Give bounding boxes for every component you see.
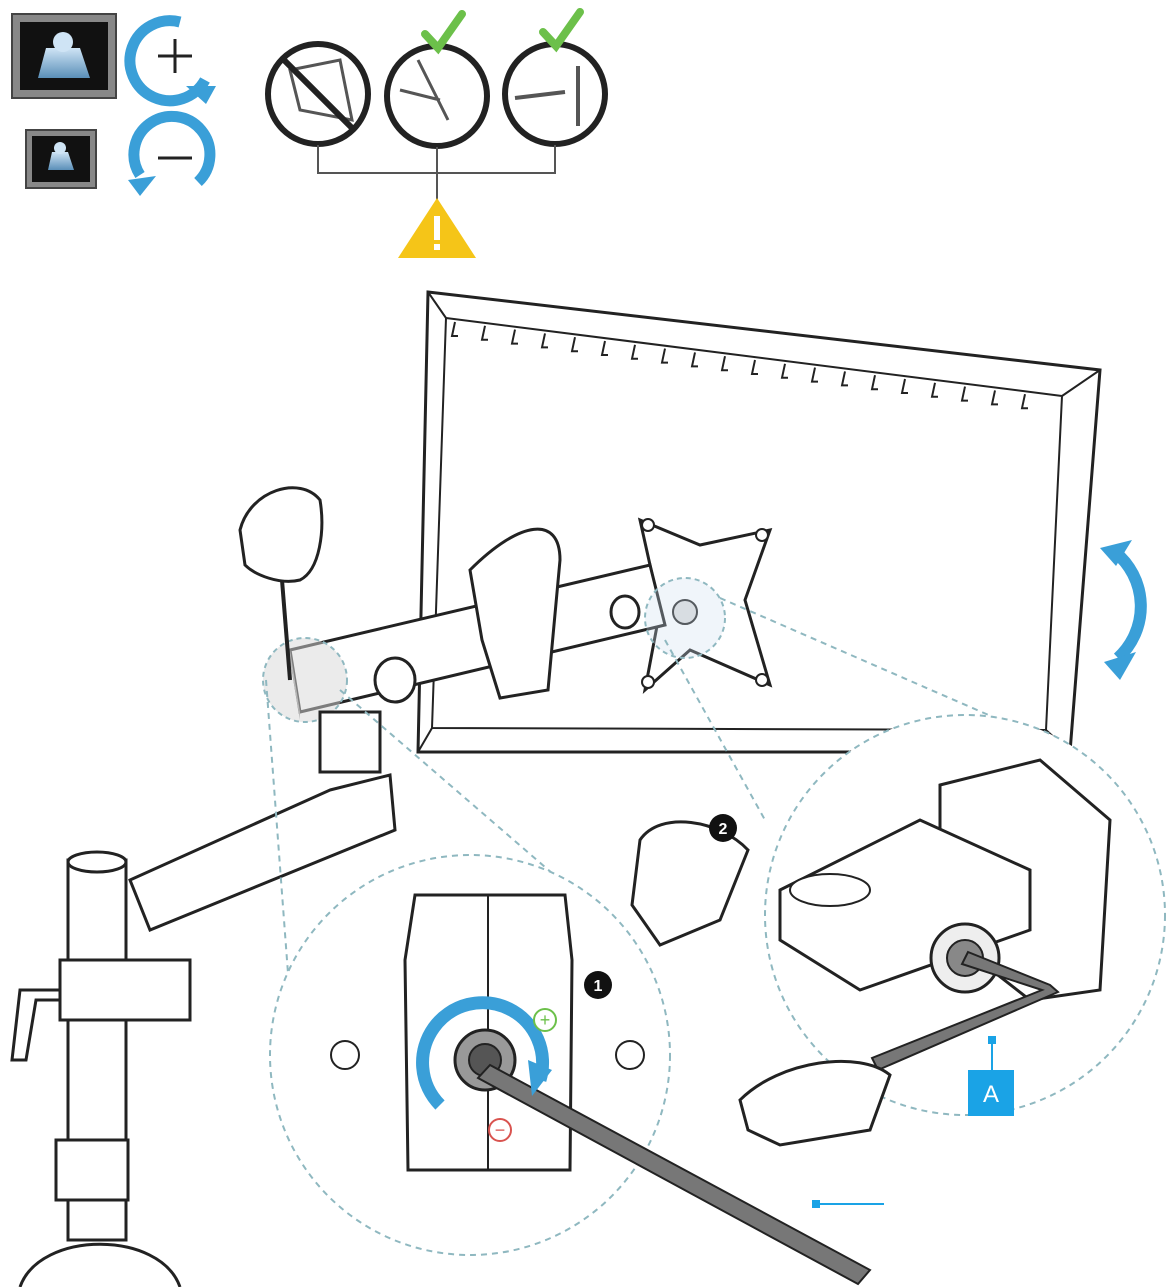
allen-key <box>870 950 1060 1072</box>
minus-indicator <box>488 1118 512 1142</box>
callout-a-badge <box>968 1070 1014 1116</box>
pole <box>10 850 192 1287</box>
vent-slot <box>870 374 878 391</box>
hand-step-2 <box>630 820 750 947</box>
vent-slot <box>780 363 788 379</box>
vent-slot <box>480 325 488 341</box>
vent-slot <box>690 352 698 368</box>
detail-view-1: + − 1 <box>269 854 872 1286</box>
vent-slot <box>900 378 908 394</box>
vesa-plate <box>637 517 773 695</box>
vent-slot <box>660 348 668 364</box>
tilt-arrow-icon <box>1100 540 1147 680</box>
step-2-badge: 2 <box>709 814 737 842</box>
vent-slot <box>840 371 848 387</box>
vent-slot <box>600 340 608 356</box>
hand-holding-key <box>738 1059 892 1147</box>
minus-label: − <box>495 1120 506 1140</box>
vent-slot <box>750 359 758 375</box>
plus-indicator <box>533 1008 557 1032</box>
warning-triangle-icon <box>398 198 476 258</box>
decrease-tension-icon <box>128 110 216 196</box>
detail-view-2: A <box>738 714 1166 1147</box>
hand-supporting-arm <box>468 527 562 700</box>
hand-with-allen-key <box>238 486 324 681</box>
vent-slot <box>1020 393 1028 410</box>
increase-tension-icon <box>124 15 216 107</box>
vent-slot <box>540 333 548 349</box>
vent-slot <box>990 390 998 406</box>
callout-a-label: A <box>983 1081 999 1108</box>
vent-slot <box>450 321 458 337</box>
detail-connectors <box>265 597 1001 1001</box>
prohibited-tilt-circle <box>265 41 371 147</box>
heavy-monitor-icon <box>11 13 117 99</box>
light-monitor-icon <box>25 129 97 189</box>
vent-slot <box>630 344 638 360</box>
vent-slot <box>510 329 518 345</box>
step-2-label: 2 <box>719 821 728 838</box>
rotate-clockwise-icon <box>416 996 550 1110</box>
allen-key <box>476 1063 872 1286</box>
vent-slot <box>960 386 968 402</box>
vent-slot <box>570 336 578 353</box>
correct-mount-circle <box>502 8 608 147</box>
plus-label: + <box>540 1010 551 1030</box>
vent-slot <box>720 355 728 372</box>
lower-arm <box>128 710 397 932</box>
bracket-connector <box>317 145 556 200</box>
step-1-label: 1 <box>594 978 603 995</box>
step-1-badge <box>584 971 612 999</box>
green-check-icon <box>421 10 466 55</box>
upper-arm <box>262 563 726 723</box>
clamp-lever <box>10 988 62 1062</box>
vent-slot <box>930 382 938 398</box>
pointer-arrow-icon <box>812 1200 884 1208</box>
vent-slot <box>810 367 818 383</box>
correct-tilt-circle <box>384 10 490 149</box>
green-check-icon <box>539 8 584 53</box>
